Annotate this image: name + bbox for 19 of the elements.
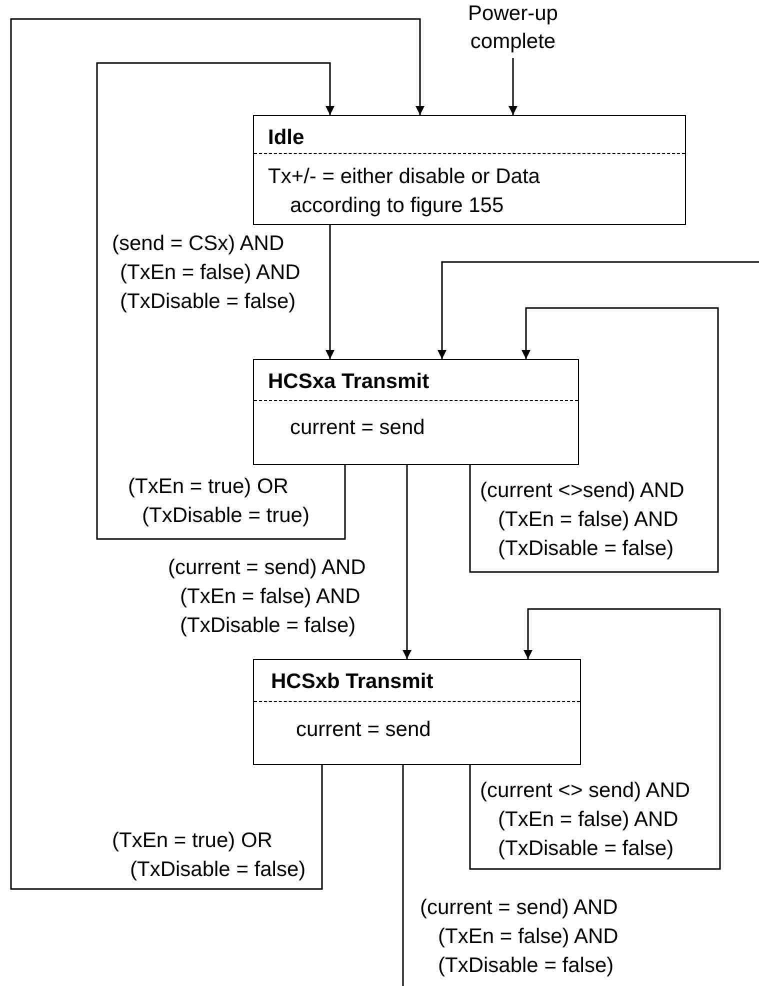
transition-line: [402, 765, 404, 986]
transition-arrow: [508, 58, 518, 115]
transition-arrow: [326, 225, 334, 359]
trigger-text: Power-up complete: [458, 0, 568, 58]
state-box: [253, 115, 686, 225]
state-box: [253, 659, 581, 765]
state-action: current = send: [290, 415, 426, 441]
state-action: current = send: [296, 717, 432, 743]
state-name: HCSxb Transmit: [271, 669, 434, 695]
state-name: HCSxa Transmit: [268, 369, 430, 395]
transition-arrow: [402, 465, 412, 659]
transition-arrow: [438, 261, 759, 359]
transition-arrow: [469, 608, 721, 870]
state-action: Tx+/- = either disable or Data according to figure 155: [268, 164, 541, 219]
transition-arrow: [469, 307, 719, 573]
state-name: Idle: [268, 125, 306, 151]
transition-arrow: [10, 18, 424, 890]
transition-arrow: [96, 62, 346, 540]
state-box: [253, 359, 579, 465]
